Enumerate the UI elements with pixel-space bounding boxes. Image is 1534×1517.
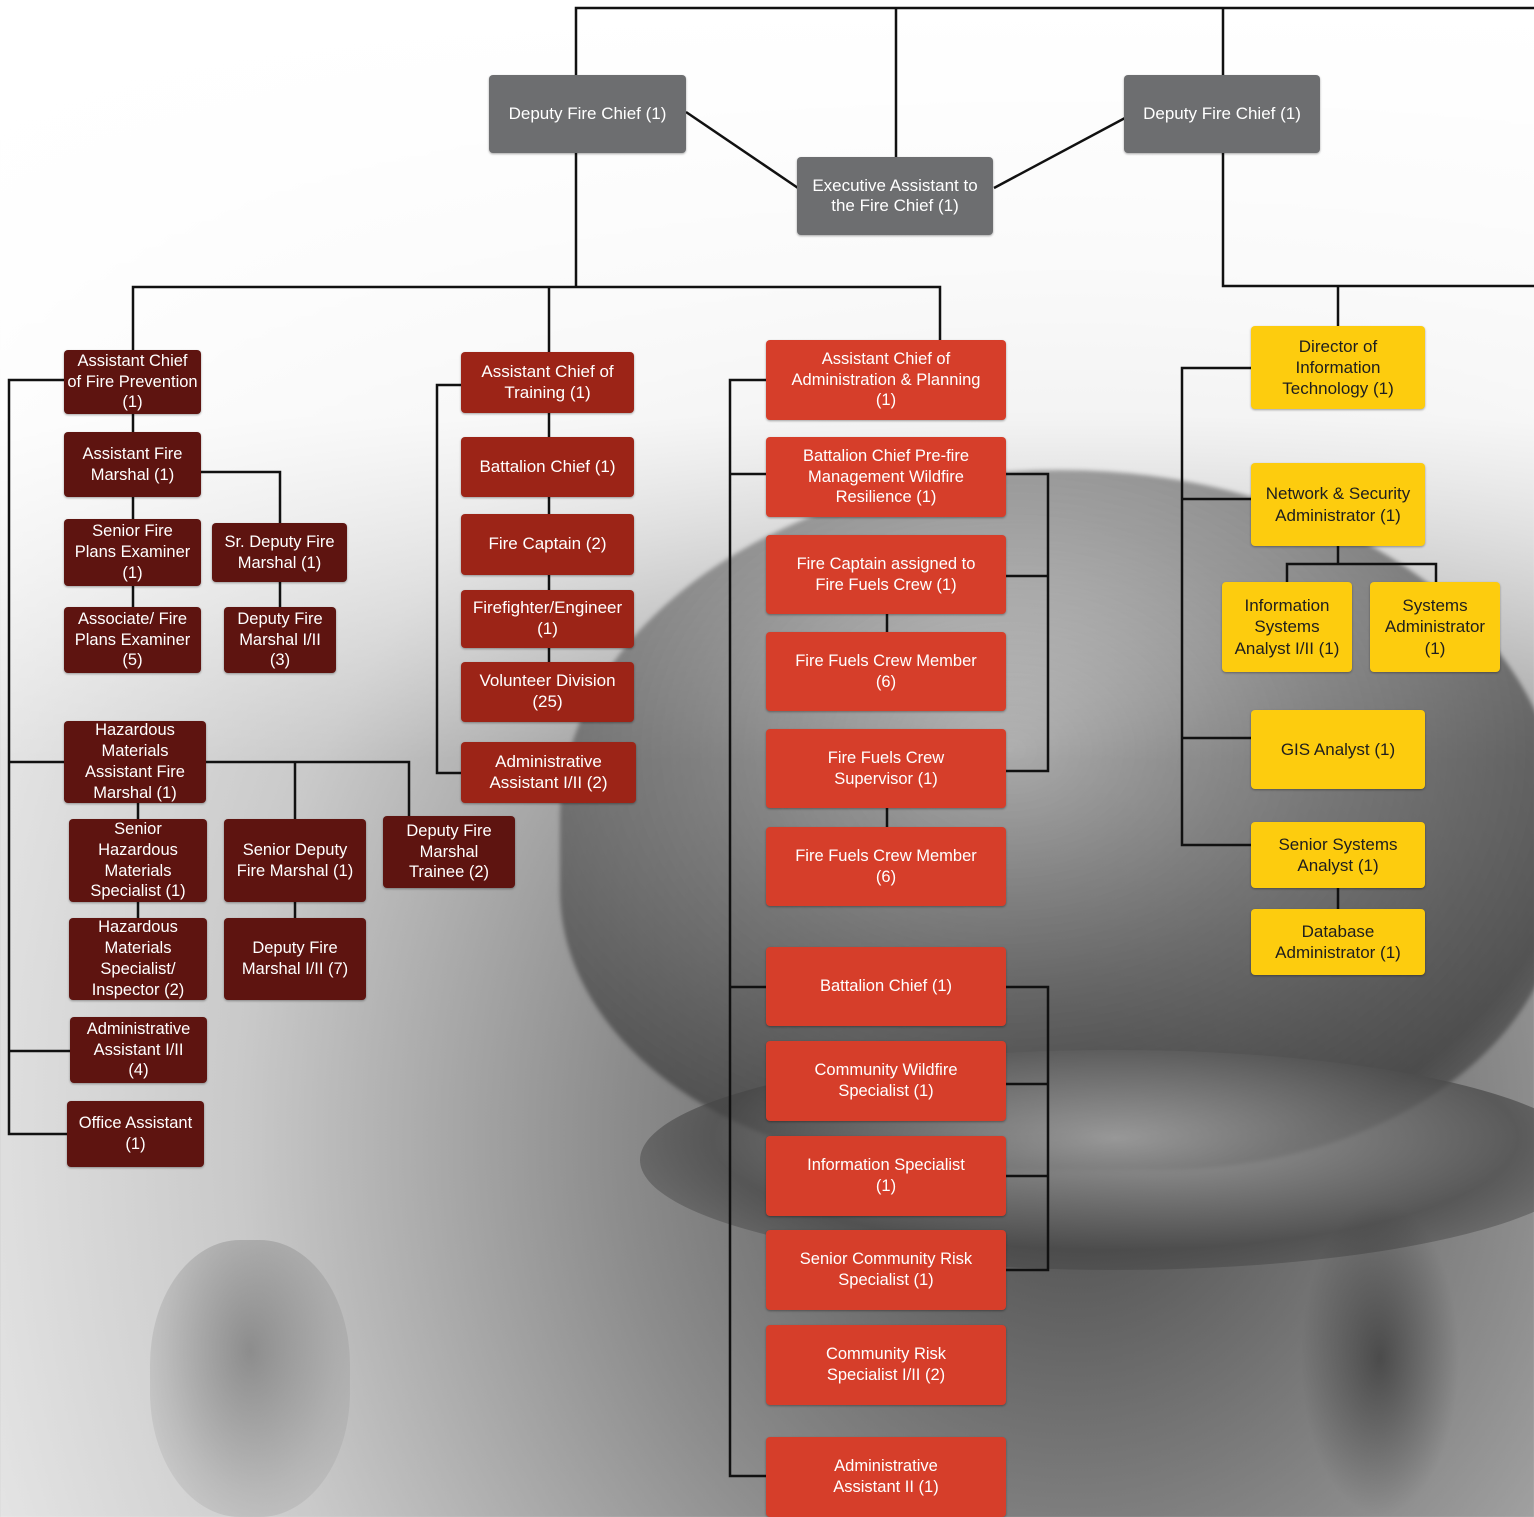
assistant-fire-marshal-box: Assistant Fire Marshal (1) [64,432,201,497]
connector-line [1285,562,1438,582]
battalion-chief-training-box: Battalion Chief (1) [461,437,634,497]
connector-line [201,470,282,523]
senior-systems-analyst-box: Senior Systems Analyst (1) [1251,822,1425,888]
office-assistant-box: Office Assistant (1) [67,1101,204,1167]
battalion-chief-admin-box: Battalion Chief (1) [766,947,1006,1026]
administrative-assistant-fp-box: Administrative Assistant I/II (4) [70,1017,207,1083]
volunteer-division-box: Volunteer Division (25) [461,662,634,722]
fire-fuels-crew-supervisor-box: Fire Fuels Crew Supervisor (1) [766,729,1006,808]
network-security-administrator-box: Network & Security Administrator (1) [1251,463,1425,546]
deputy-fire-chief-box-right: Deputy Fire Chief (1) [1124,75,1320,153]
associate-fire-plans-examiner-box: Associate/ Fire Plans Examiner (5) [64,607,201,673]
community-wildfire-specialist-box: Community Wildfire Specialist (1) [766,1041,1006,1121]
connector-line [685,110,799,190]
connector-line [1006,985,1050,1272]
fire-fuels-crew-member-box-2: Fire Fuels Crew Member (6) [766,827,1006,906]
senior-hazmat-specialist-box: Senior Hazardous Materials Specialist (1… [69,819,207,902]
gis-analyst-box: GIS Analyst (1) [1251,710,1425,789]
connector-line [993,116,1126,190]
fire-captain-fuels-crew-box: Fire Captain assigned to Fire Fuels Crew… [766,535,1006,614]
connector-line [574,6,1534,75]
deputy-fire-marshal-i-ii-box: Deputy Fire Marshal I/II (3) [224,607,336,673]
assistant-chief-fire-prevention-box: Assistant Chief of Fire Prevention (1) [64,350,201,414]
background-handle [150,1240,350,1517]
administrative-assistant-ii-box: Administrative Assistant II (1) [766,1437,1006,1517]
fire-fuels-crew-member-box-1: Fire Fuels Crew Member (6) [766,632,1006,711]
firefighter-engineer-box: Firefighter/Engineer (1) [461,590,634,648]
sr-deputy-fire-marshal-box: Sr. Deputy Fire Marshal (1) [212,523,347,582]
deputy-fire-marshal-trainee-box: Deputy Fire Marshal Trainee (2) [383,816,515,888]
fire-captain-training-box: Fire Captain (2) [461,514,634,575]
assistant-chief-training-box: Assistant Chief of Training (1) [461,352,634,413]
senior-community-risk-specialist-box: Senior Community Risk Specialist (1) [766,1230,1006,1310]
deputy-fire-chief-box-left: Deputy Fire Chief (1) [489,75,686,153]
connector-line [131,285,942,350]
assistant-chief-administration-box: Assistant Chief of Administration & Plan… [766,340,1006,420]
connector-line [728,378,766,1478]
senior-fire-plans-examiner-box: Senior Fire Plans Examiner (1) [64,519,201,586]
connector-line [1180,366,1251,847]
community-risk-specialist-box: Community Risk Specialist I/II (2) [766,1325,1006,1405]
deputy-fire-marshal-i-ii-7-box: Deputy Fire Marshal I/II (7) [224,918,366,1000]
hazmat-assistant-fire-marshal-box: Hazardous Materials Assistant Fire Marsh… [64,721,206,803]
executive-assistant-box: Executive Assistant to the Fire Chief (1… [797,157,993,235]
information-specialist-box: Information Specialist (1) [766,1136,1006,1216]
connector-line [1006,472,1050,773]
systems-administrator-box: Systems Administrator (1) [1370,582,1500,672]
battalion-chief-prefire-box: Battalion Chief Pre-fire Management Wild… [766,437,1006,517]
hazmat-specialist-inspector-box: Hazardous Materials Specialist/ Inspecto… [69,918,207,1000]
senior-deputy-fire-marshal-box: Senior Deputy Fire Marshal (1) [224,819,366,902]
connector-line [1221,153,1534,288]
director-information-technology-box: Director of Information Technology (1) [1251,326,1425,409]
information-systems-analyst-box: Information Systems Analyst I/II (1) [1222,582,1352,672]
connector-line [7,378,67,1136]
administrative-assistant-training-box: Administrative Assistant I/II (2) [461,742,636,803]
background-post [1300,1200,1460,1517]
connector-line [206,760,411,816]
database-administrator-box: Database Administrator (1) [1251,909,1425,975]
connector-line [435,383,461,775]
